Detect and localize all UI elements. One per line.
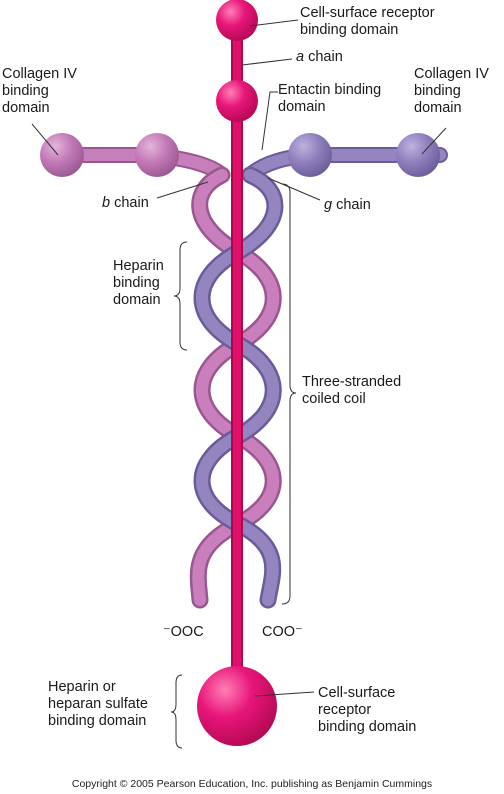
alpha-letter: a <box>296 49 305 65</box>
label-line: Heparin <box>113 258 164 274</box>
label-cooh-right: COO⁻ <box>262 624 303 640</box>
label-line: binding <box>414 83 461 99</box>
label-line: Heparin or <box>48 679 116 695</box>
label-line: Cell-surface <box>318 685 396 701</box>
label-entactin: Entactin binding domain <box>278 82 381 116</box>
label-coiled-coil: Three-stranded coiled coil <box>302 374 401 408</box>
alpha-word: chain <box>304 49 343 65</box>
label-line: Cell-surface receptor <box>300 5 435 21</box>
label-line: Entactin binding <box>278 82 382 98</box>
brackets <box>170 183 297 749</box>
gamma-outer-globe <box>396 133 440 177</box>
beta-outer-globe <box>40 133 84 177</box>
label-heparin: Heparin binding domain <box>113 258 164 309</box>
label-line: binding <box>2 83 49 99</box>
label-line: heparan sulfate <box>48 696 148 712</box>
alpha-upper-globe <box>216 80 258 122</box>
label-line: domain <box>414 100 462 116</box>
copyright-notice: Copyright © 2005 Pearson Education, Inc.… <box>71 778 433 790</box>
label-line: binding domain <box>48 713 147 729</box>
label-collagen-right: Collagen IV binding domain <box>414 66 489 117</box>
label-line: coiled coil <box>302 391 366 407</box>
gamma-letter: g <box>324 197 333 213</box>
beta-letter: b <box>102 195 111 211</box>
label-line: Three-stranded <box>302 374 402 390</box>
label-line: domain <box>278 99 326 115</box>
label-line: Collagen IV <box>414 66 489 82</box>
label-line: domain <box>2 100 50 116</box>
label-line: binding domain <box>318 719 417 735</box>
label-beta-chain: b chain <box>102 195 149 212</box>
alpha-bottom-globe <box>197 666 277 746</box>
leader-lines <box>31 19 447 201</box>
gamma-inner-globe <box>288 133 332 177</box>
label-collagen-left: Collagen IV binding domain <box>2 66 77 117</box>
label-cooh-left: ⁻OOC <box>163 624 204 640</box>
gamma-word: chain <box>332 197 371 213</box>
label-heparan-sulfate: Heparin or heparan sulfate binding domai… <box>48 679 148 730</box>
label-line: receptor <box>318 702 372 718</box>
beta-inner-globe <box>135 133 179 177</box>
label-cell-surface-bottom: Cell-surface receptor binding domain <box>318 685 416 736</box>
label-line: Collagen IV <box>2 66 77 82</box>
label-alpha-chain: a chain <box>296 49 343 66</box>
label-gamma-chain: g chain <box>324 197 371 214</box>
label-cell-surface-top: Cell-surface receptor binding domain <box>300 5 435 39</box>
beta-word: chain <box>110 195 149 211</box>
label-line: domain <box>113 292 161 308</box>
alpha-top-globe <box>216 0 258 41</box>
label-line: binding domain <box>300 22 399 38</box>
label-line: binding <box>113 275 160 291</box>
